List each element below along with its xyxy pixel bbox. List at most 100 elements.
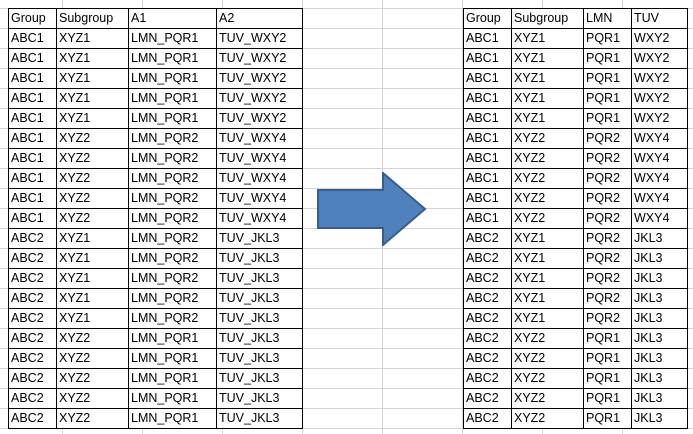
right-table-cell[interactable]: PQR2: [583, 148, 632, 169]
left-table-cell[interactable]: XYZ1: [56, 108, 129, 129]
left-table-cell[interactable]: TUV_JKL3: [216, 248, 303, 269]
right-table-cell[interactable]: XYZ1: [511, 288, 584, 309]
left-table-cell[interactable]: ABC2: [8, 328, 57, 349]
right-table-cell[interactable]: PQR1: [583, 68, 632, 89]
left-table-cell[interactable]: XYZ2: [56, 328, 129, 349]
right-table-cell[interactable]: ABC1: [463, 128, 512, 149]
left-table-cell[interactable]: ABC1: [8, 48, 57, 69]
left-table-cell[interactable]: ABC2: [8, 288, 57, 309]
left-table-cell[interactable]: LMN_PQR1: [128, 328, 217, 349]
left-table-cell[interactable]: TUV_WXY2: [216, 68, 303, 89]
right-table-cell[interactable]: XYZ1: [511, 248, 584, 269]
left-table-cell[interactable]: LMN_PQR2: [128, 228, 217, 249]
right-table-cell[interactable]: ABC1: [463, 108, 512, 129]
left-table-cell[interactable]: XYZ2: [56, 168, 129, 189]
left-table-cell[interactable]: XYZ1: [56, 248, 129, 269]
right-table-cell[interactable]: WXY2: [631, 28, 688, 49]
left-table-cell[interactable]: TUV_JKL3: [216, 328, 303, 349]
right-table-cell[interactable]: JKL3: [631, 408, 688, 429]
left-table-cell[interactable]: TUV_JKL3: [216, 408, 303, 429]
left-table-cell[interactable]: ABC2: [8, 368, 57, 389]
left-table-cell[interactable]: ABC1: [8, 88, 57, 109]
right-table-cell[interactable]: WXY4: [631, 188, 688, 209]
right-table-cell[interactable]: ABC1: [463, 48, 512, 69]
right-table-cell[interactable]: XYZ1: [511, 68, 584, 89]
left-table-cell[interactable]: TUV_JKL3: [216, 348, 303, 369]
right-table-cell[interactable]: PQR1: [583, 88, 632, 109]
right-table-cell[interactable]: ABC2: [463, 348, 512, 369]
left-table-cell[interactable]: TUV_JKL3: [216, 388, 303, 409]
right-table-cell[interactable]: PQR1: [583, 48, 632, 69]
right-table-cell[interactable]: ABC2: [463, 248, 512, 269]
right-table-cell[interactable]: ABC2: [463, 408, 512, 429]
right-table-cell[interactable]: PQR2: [583, 168, 632, 189]
left-table-cell[interactable]: LMN_PQR2: [128, 188, 217, 209]
right-table-cell[interactable]: WXY4: [631, 168, 688, 189]
right-table-cell[interactable]: XYZ1: [511, 28, 584, 49]
right-table-cell[interactable]: ABC2: [463, 368, 512, 389]
right-table-cell[interactable]: PQR2: [583, 248, 632, 269]
right-table-cell[interactable]: XYZ2: [511, 148, 584, 169]
right-table-cell[interactable]: PQR2: [583, 228, 632, 249]
left-table-cell[interactable]: ABC2: [8, 408, 57, 429]
right-table-cell[interactable]: PQR1: [583, 348, 632, 369]
left-table-cell[interactable]: ABC2: [8, 348, 57, 369]
left-table-cell[interactable]: XYZ2: [56, 388, 129, 409]
right-table-cell[interactable]: XYZ2: [511, 168, 584, 189]
left-table-cell[interactable]: XYZ2: [56, 208, 129, 229]
right-table-cell[interactable]: ABC2: [463, 268, 512, 289]
right-table-cell[interactable]: XYZ2: [511, 128, 584, 149]
left-table-cell[interactable]: ABC2: [8, 248, 57, 269]
right-header-cell[interactable]: Subgroup: [511, 8, 584, 29]
left-table-cell[interactable]: TUV_JKL3: [216, 368, 303, 389]
left-table-cell[interactable]: TUV_WXY2: [216, 48, 303, 69]
left-table-cell[interactable]: LMN_PQR2: [128, 148, 217, 169]
left-table-cell[interactable]: LMN_PQR2: [128, 288, 217, 309]
right-header-cell[interactable]: Group: [463, 8, 512, 29]
right-table-cell[interactable]: XYZ1: [511, 88, 584, 109]
left-table-cell[interactable]: TUV_JKL3: [216, 268, 303, 289]
left-table-cell[interactable]: XYZ1: [56, 68, 129, 89]
left-table-cell[interactable]: XYZ1: [56, 228, 129, 249]
left-table-cell[interactable]: LMN_PQR1: [128, 88, 217, 109]
right-table-cell[interactable]: JKL3: [631, 308, 688, 329]
left-table-cell[interactable]: TUV_WXY4: [216, 128, 303, 149]
right-table-cell[interactable]: ABC2: [463, 288, 512, 309]
left-table-cell[interactable]: LMN_PQR2: [128, 128, 217, 149]
left-header-cell[interactable]: Group: [8, 8, 57, 29]
right-table-cell[interactable]: ABC1: [463, 148, 512, 169]
left-table-cell[interactable]: XYZ2: [56, 408, 129, 429]
right-table-cell[interactable]: XYZ1: [511, 108, 584, 129]
left-header-cell[interactable]: A1: [128, 8, 217, 29]
left-table-cell[interactable]: LMN_PQR1: [128, 368, 217, 389]
right-table-cell[interactable]: ABC2: [463, 308, 512, 329]
right-table-cell[interactable]: ABC2: [463, 328, 512, 349]
left-table-cell[interactable]: ABC1: [8, 188, 57, 209]
left-table-cell[interactable]: XYZ1: [56, 88, 129, 109]
left-table-cell[interactable]: LMN_PQR1: [128, 408, 217, 429]
right-table-cell[interactable]: ABC1: [463, 168, 512, 189]
right-table-cell[interactable]: ABC1: [463, 28, 512, 49]
left-table-cell[interactable]: LMN_PQR2: [128, 268, 217, 289]
left-table-cell[interactable]: ABC1: [8, 208, 57, 229]
right-table-cell[interactable]: XYZ2: [511, 388, 584, 409]
left-table-cell[interactable]: XYZ2: [56, 188, 129, 209]
right-table-cell[interactable]: ABC2: [463, 388, 512, 409]
left-table-cell[interactable]: LMN_PQR1: [128, 68, 217, 89]
left-table-cell[interactable]: XYZ2: [56, 368, 129, 389]
left-table-cell[interactable]: ABC2: [8, 308, 57, 329]
right-table-cell[interactable]: ABC1: [463, 88, 512, 109]
left-table-cell[interactable]: ABC1: [8, 68, 57, 89]
left-table-cell[interactable]: TUV_WXY4: [216, 148, 303, 169]
right-table-cell[interactable]: XYZ2: [511, 208, 584, 229]
right-header-cell[interactable]: TUV: [631, 8, 688, 29]
right-table-cell[interactable]: PQR1: [583, 368, 632, 389]
left-header-cell[interactable]: A2: [216, 8, 303, 29]
right-table-cell[interactable]: WXY2: [631, 68, 688, 89]
left-table-cell[interactable]: TUV_JKL3: [216, 308, 303, 329]
left-table-cell[interactable]: TUV_JKL3: [216, 228, 303, 249]
left-table-cell[interactable]: ABC1: [8, 108, 57, 129]
right-table-cell[interactable]: XYZ2: [511, 188, 584, 209]
left-table-cell[interactable]: LMN_PQR1: [128, 28, 217, 49]
left-table-cell[interactable]: TUV_WXY2: [216, 28, 303, 49]
